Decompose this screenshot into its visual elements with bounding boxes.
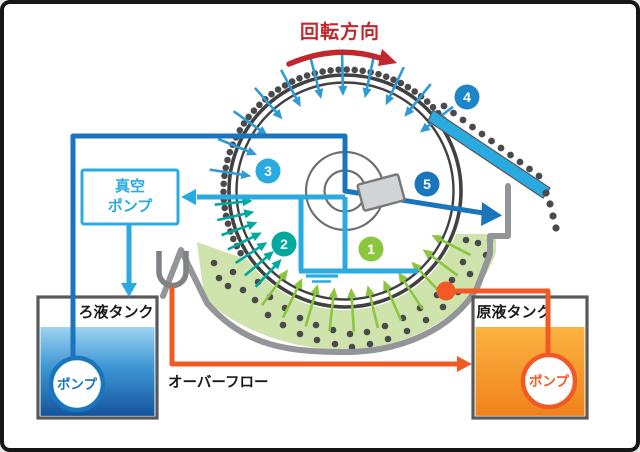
pump-icon xyxy=(48,355,106,413)
trough-wall xyxy=(160,183,511,355)
raw-pump-label: ポンプ xyxy=(529,373,570,389)
rotation-arrow-icon xyxy=(286,49,383,67)
overflow-spout-icon xyxy=(156,251,189,289)
rotary-valve xyxy=(356,173,406,212)
arrowhead-to-raw-tank xyxy=(457,356,472,372)
vacuum-pump-box: 真空 ポンプ xyxy=(80,168,180,226)
badge-step-4: 4 xyxy=(454,84,480,110)
pump-icon xyxy=(520,352,578,410)
badge-step-2: 2 xyxy=(271,231,297,257)
slurry-fill xyxy=(197,234,496,350)
badge-circle xyxy=(414,171,440,197)
badge-number: 5 xyxy=(423,176,431,192)
rotation-arrowhead xyxy=(378,49,397,66)
drum-inner-ring xyxy=(235,81,455,301)
raw-tank-label: 原液タンク xyxy=(476,303,551,321)
overflow-label: オーバーフロー xyxy=(168,374,268,391)
vacuum-piping xyxy=(121,189,418,297)
filtration-arrows xyxy=(261,235,472,332)
arrowhead-to-filtrate-tank xyxy=(121,283,137,297)
filtrate-tank-label: ろ液タンク xyxy=(78,303,153,321)
overflow-pipe xyxy=(169,287,458,367)
badge-step-1: 1 xyxy=(358,236,384,262)
wash-zone-arrows xyxy=(214,197,282,288)
vacuum-pump-label-line1: 真空 xyxy=(115,177,145,195)
orange-piping xyxy=(169,281,551,372)
badge-number: 2 xyxy=(280,236,288,252)
badge-circle xyxy=(454,84,480,110)
feed-pipe xyxy=(452,288,551,355)
filtrate-pump-label: ポンプ xyxy=(57,376,98,392)
arrowhead-to-vacuum-pump xyxy=(181,189,196,205)
badge-number: 3 xyxy=(264,163,272,179)
diagram-canvas: ろ液タンク 原液タンク xyxy=(36,20,589,420)
badge-number: 1 xyxy=(367,241,375,257)
badge-number: 4 xyxy=(463,89,471,105)
rotation-direction: 回転方向 xyxy=(286,20,397,67)
rotation-label: 回転方向 xyxy=(300,20,380,43)
slurry-trough xyxy=(160,183,511,355)
filtrate-pump: ポンプ xyxy=(48,355,106,413)
badge-step-5: 5 xyxy=(414,171,440,197)
scraper-blade xyxy=(427,109,551,199)
level-indicator-icon xyxy=(306,274,338,283)
raw-pump: ポンプ xyxy=(520,352,578,410)
cake-discharge xyxy=(427,102,560,232)
badge-step-3: 3 xyxy=(255,158,281,184)
badge-circle xyxy=(255,158,281,184)
discharge-arrowhead xyxy=(481,202,502,226)
cake-dots-on-scraper xyxy=(440,102,560,232)
feed-inlet-icon xyxy=(436,281,456,301)
badge-circle xyxy=(358,236,384,262)
badge-circle xyxy=(271,231,297,257)
air-suction-arrows xyxy=(209,53,454,180)
vacuum-pump-label-line2: ポンプ xyxy=(108,197,154,215)
